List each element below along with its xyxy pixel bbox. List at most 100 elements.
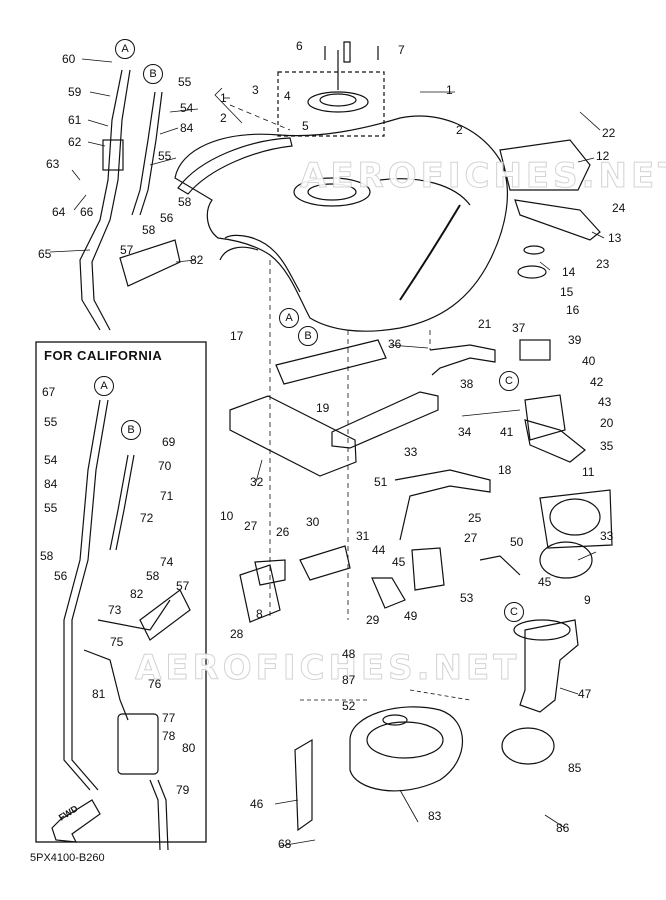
part-label: 77 <box>162 711 176 725</box>
part-label: 43 <box>598 395 612 409</box>
part-label: 55 <box>158 149 172 163</box>
part-label: 46 <box>250 797 264 811</box>
pad-19 <box>331 391 439 449</box>
part-label: 60 <box>62 52 76 66</box>
part-label: 64 <box>52 205 66 219</box>
california-box-title: FOR CALIFORNIA <box>44 348 163 363</box>
part-label: 78 <box>162 729 176 743</box>
part-label: 75 <box>110 635 124 649</box>
part-label: 29 <box>366 613 380 627</box>
part-label: 27 <box>464 531 478 545</box>
part-label: 82 <box>130 587 144 601</box>
part-label: 12 <box>596 149 610 163</box>
part-label: 11 <box>582 465 595 479</box>
part-label: 26 <box>276 525 290 539</box>
part-label: 86 <box>556 821 570 835</box>
part-label: 58 <box>178 195 192 209</box>
part-label: 2 <box>220 111 227 125</box>
part-label: 67 <box>42 385 56 399</box>
connector-a-1: A <box>115 39 135 59</box>
diagram-code: 5PX4100-B260 <box>30 852 105 864</box>
part-label: 80 <box>182 741 196 755</box>
part-label: 15 <box>560 285 574 299</box>
part-label: 23 <box>596 257 610 271</box>
connector-c-1: C <box>499 371 519 391</box>
pad-18 <box>229 395 357 477</box>
pump-base-46 <box>349 706 463 792</box>
part-label: 42 <box>590 375 604 389</box>
connector-b-2: B <box>298 326 318 346</box>
part-label: 71 <box>160 489 174 503</box>
part-label: 40 <box>582 354 596 368</box>
part-label: 55 <box>178 75 192 89</box>
part-label: 82 <box>190 253 204 267</box>
part-label: 24 <box>612 201 626 215</box>
part-label: 79 <box>176 783 190 797</box>
part-label: 28 <box>230 627 244 641</box>
part-label: 14 <box>562 265 576 279</box>
part-label: 58 <box>40 549 54 563</box>
part-label: 50 <box>510 535 524 549</box>
part-label: 66 <box>80 205 94 219</box>
california-box <box>35 341 207 843</box>
part-label: 3 <box>252 83 259 97</box>
part-label: 35 <box>600 439 614 453</box>
part-label: 44 <box>372 543 386 557</box>
part-label: 76 <box>148 677 162 691</box>
connector-a-2: A <box>279 308 299 328</box>
part-label: 52 <box>342 699 356 713</box>
fuel-tank <box>174 115 509 332</box>
part-label: 17 <box>230 329 244 343</box>
part-label: 33 <box>600 529 614 543</box>
part-label: 36 <box>388 337 402 351</box>
connector-c-2: C <box>504 602 524 622</box>
part-label: 49 <box>404 609 418 623</box>
part-label: 31 <box>356 529 370 543</box>
part-label: 55 <box>44 501 58 515</box>
part-label: 70 <box>158 459 172 473</box>
connector-b-3: B <box>121 420 141 440</box>
part-label: 19 <box>316 401 330 415</box>
part-label: 22 <box>602 126 616 140</box>
part-label: 58 <box>146 569 160 583</box>
part-label: 69 <box>162 435 176 449</box>
part-label: 39 <box>568 333 582 347</box>
fwd-arrow <box>51 799 101 843</box>
watermark-bottom: AEROFICHES.NET <box>134 648 521 689</box>
connector-a-3: A <box>94 376 114 396</box>
part-label: 62 <box>68 135 82 149</box>
part-label: 34 <box>458 425 472 439</box>
part-label: 10 <box>220 509 234 523</box>
part-label: 65 <box>38 247 52 261</box>
part-label: 83 <box>428 809 442 823</box>
fuel-cap-ring <box>293 177 371 207</box>
watermark-top: AEROFICHES.NET <box>299 156 666 197</box>
part-label: 57 <box>176 579 190 593</box>
part-label: 37 <box>512 321 526 335</box>
part-label: 57 <box>120 243 134 257</box>
part-label: 16 <box>566 303 580 317</box>
part-label: 47 <box>578 687 592 701</box>
part-label: 4 <box>284 89 291 103</box>
part-label: 48 <box>342 647 356 661</box>
part-label: 61 <box>68 113 82 127</box>
part-label: 33 <box>404 445 418 459</box>
part-label: 6 <box>296 39 303 53</box>
part-label: 84 <box>44 477 58 491</box>
part-label: 18 <box>498 463 512 477</box>
part-label: 84 <box>180 121 194 135</box>
part-label: 9 <box>584 593 591 607</box>
connector-b-1: B <box>143 64 163 84</box>
part-label: 21 <box>478 317 492 331</box>
part-label: 74 <box>160 555 174 569</box>
part-label: 25 <box>468 511 482 525</box>
pad-20 <box>275 339 387 385</box>
part-label: 20 <box>600 416 614 430</box>
part-label: 27 <box>244 519 258 533</box>
part-label: 45 <box>538 575 552 589</box>
part-label: 53 <box>460 591 474 605</box>
part-label: 56 <box>54 569 68 583</box>
part-label: 1 <box>446 83 453 97</box>
part-label: 30 <box>306 515 320 529</box>
